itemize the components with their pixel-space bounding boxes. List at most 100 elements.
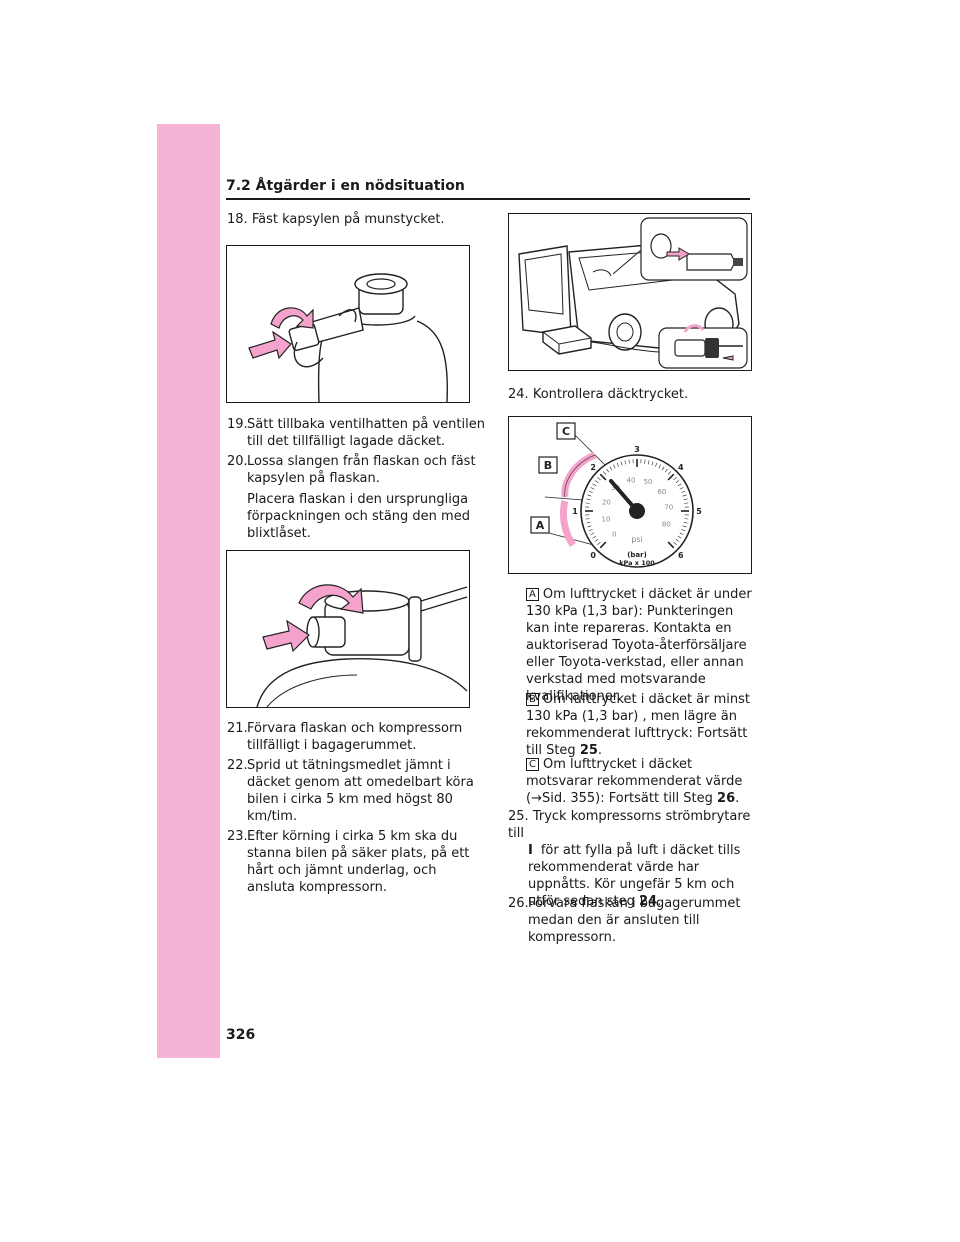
gauge-tick xyxy=(667,471,671,475)
label-c: C xyxy=(526,758,539,771)
step-21: 21. Förvara flaskan och kompressorn till… xyxy=(227,720,487,754)
gauge-label-a: A xyxy=(536,519,545,532)
gauge-tick xyxy=(594,538,599,542)
gauge-tick xyxy=(588,529,593,532)
step-22: 22. Sprid ut tätningsmedlet jämnt i däck… xyxy=(227,757,487,825)
gauge-psi-tick-label: 40 xyxy=(627,477,636,485)
gauge-tick xyxy=(592,483,597,487)
gauge-tick xyxy=(677,535,682,539)
gauge-tick xyxy=(590,532,595,535)
gauge-tick xyxy=(651,461,654,466)
gauge-ticks xyxy=(585,459,689,549)
gauge-psi-tick-label: 0 xyxy=(612,531,616,539)
gauge-unit-psi: psi xyxy=(631,535,642,544)
gauge-tick xyxy=(606,468,610,473)
item-b-text: Om lufttrycket i däcket är minst 130 kPa… xyxy=(526,692,751,758)
switch-on-mark: I xyxy=(528,843,533,858)
figure-cap-on-nozzle xyxy=(226,245,470,403)
step-text-a: Tryck kompressorns strömbrytare till xyxy=(508,809,751,841)
gauge-unit-bar: (bar) xyxy=(627,551,647,559)
gauge-label-b: B xyxy=(544,459,552,472)
step-text: Efter körning i cirka 5 km ska du stanna… xyxy=(247,829,470,895)
gauge-tick xyxy=(683,498,688,501)
step-23: 23. Efter körning i cirka 5 km ska du st… xyxy=(227,828,487,896)
label-a: A xyxy=(526,588,539,601)
item-c-text: Om lufttrycket i däcket motsvarar rekomm… xyxy=(526,757,743,806)
step-ref-26: 26 xyxy=(717,791,736,806)
gauge-label-c: C xyxy=(562,425,570,438)
gauge-tick xyxy=(587,525,592,528)
gauge-tick xyxy=(679,532,684,535)
gauge-tick xyxy=(599,473,607,481)
gauge-tick xyxy=(594,480,599,484)
gauge-psi-tick-label: 80 xyxy=(662,521,671,529)
gauge-tick xyxy=(586,498,591,501)
step-text: Förvara flaskan och kompressorn tillfäll… xyxy=(247,721,463,753)
step-26: 26. Förvara flaskan i bagagerummet medan… xyxy=(508,895,758,946)
gauge-psi-tick-label: 20 xyxy=(602,499,611,507)
gauge-tick xyxy=(677,483,682,487)
gauge-psi-tick-label: 10 xyxy=(601,516,610,524)
step-ref-24: 24 xyxy=(638,894,658,909)
figure-pressure-gauge: C B A 012345601020304050607080 psi (bar)… xyxy=(508,416,752,574)
gauge-tick xyxy=(673,541,677,545)
step-number: 18. xyxy=(227,212,248,227)
step-number: 22. xyxy=(227,758,248,773)
step-text: Sätt tillbaka ventilhatten på ventilen t… xyxy=(247,417,485,449)
step-number: 21. xyxy=(227,721,248,736)
gauge-bar-tick-label: 5 xyxy=(696,507,702,516)
gauge-bar-tick-label: 3 xyxy=(634,445,640,454)
header-rule xyxy=(226,198,750,200)
step-number: 23. xyxy=(227,829,248,844)
gauge-tick xyxy=(616,462,619,467)
step-text: Lossa slangen från flaskan och fäst kaps… xyxy=(247,454,476,486)
gauge-tick xyxy=(644,459,646,464)
section-title: 7.2 Åtgärder i en nödsituation xyxy=(226,178,465,194)
gauge-tick xyxy=(585,502,590,504)
gauge-tick xyxy=(681,490,686,493)
gauge-tick xyxy=(675,480,680,484)
gauge-tick xyxy=(628,459,630,464)
gauge-tick xyxy=(667,541,675,549)
step-ref-25: 25 xyxy=(579,743,598,758)
gauge-unit-kpa: kPa x 100 xyxy=(619,559,655,567)
gauge-tick xyxy=(684,518,689,520)
gauge-tick xyxy=(603,471,607,475)
gauge-tick xyxy=(587,494,592,497)
gauge-tick xyxy=(588,490,593,493)
gauge-tick xyxy=(681,529,686,532)
gauge-tick xyxy=(682,525,687,528)
gauge-tick xyxy=(675,538,680,542)
gauge-bar-tick-label: 6 xyxy=(678,551,684,560)
gauge-tick xyxy=(613,464,616,469)
step-number: 25. xyxy=(508,809,529,824)
gauge-tick xyxy=(661,466,665,471)
gauge-tick xyxy=(684,502,689,504)
gauge-tick xyxy=(592,535,597,539)
step-number: 26. xyxy=(508,896,529,911)
gauge-tick xyxy=(624,460,627,465)
gauge-tick xyxy=(597,477,601,481)
step-text: Sprid ut tätningsmedlet jämnt i däcket g… xyxy=(247,758,474,824)
step-25: 25. Tryck kompressorns strömbrytare till… xyxy=(508,809,751,909)
gauge-bar-tick-label: 0 xyxy=(590,551,596,560)
step-19: 19. Sätt tillbaka ventilhatten på ventil… xyxy=(227,416,487,450)
gauge-tick xyxy=(585,518,590,520)
gauge-tick xyxy=(658,464,661,469)
step-number: 24. xyxy=(508,387,529,402)
figure-car-compressor-connection xyxy=(508,213,752,371)
gauge-tick xyxy=(599,541,607,549)
gauge-tick xyxy=(647,460,650,465)
step-text: Förvara flaskan i bagagerummet medan den… xyxy=(528,896,741,945)
label-b: B xyxy=(526,693,539,706)
gauge-bar-tick-label: 1 xyxy=(572,507,578,516)
step-text-b: för att fylla på luft i däcket tills rek… xyxy=(528,843,741,909)
step-number: 19. xyxy=(227,417,248,432)
page-number: 326 xyxy=(226,1027,256,1043)
gauge-tick xyxy=(667,473,675,481)
gauge-bar-tick-label: 2 xyxy=(590,463,596,472)
gauge-tick xyxy=(620,461,623,466)
